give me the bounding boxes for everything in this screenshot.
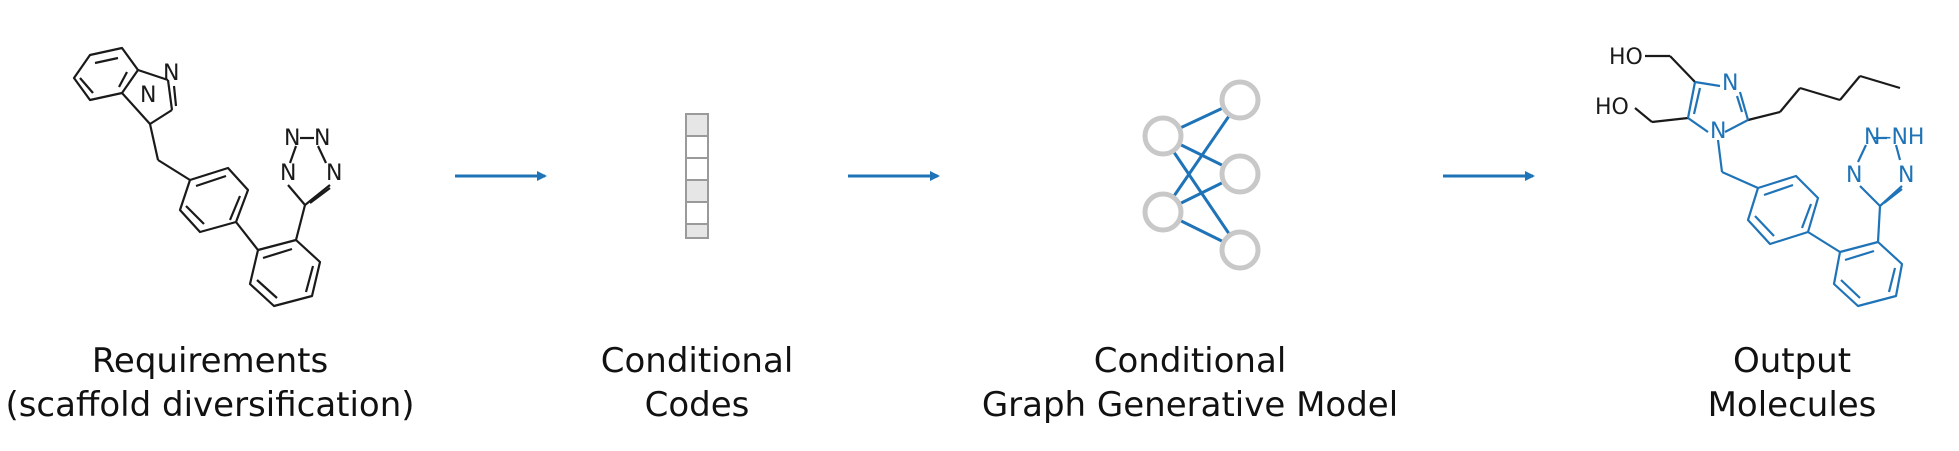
atom-label: N bbox=[163, 61, 179, 86]
stage-caption-output: Output Molecules bbox=[1708, 341, 1877, 425]
stage-caption-generative-model: Conditional Graph Generative Model bbox=[982, 341, 1398, 425]
output-molecule-structure bbox=[1634, 54, 1904, 308]
caption-line: Requirements bbox=[92, 341, 328, 381]
atom-label: HO bbox=[1609, 45, 1643, 70]
network-node bbox=[1219, 153, 1261, 195]
neural-network-icon bbox=[1142, 79, 1261, 271]
input-molecule-atom-labels: N N N N N N bbox=[140, 61, 342, 186]
stage-caption-requirements: Requirements (scaffold diversification) bbox=[5, 341, 414, 425]
stage-caption-conditional-codes: Conditional Codes bbox=[601, 341, 794, 425]
code-vector-icon bbox=[685, 113, 709, 239]
atom-label: N–NH bbox=[1864, 125, 1924, 150]
caption-line: Conditional bbox=[601, 341, 794, 381]
network-node bbox=[1142, 115, 1184, 157]
atom-label: N bbox=[314, 126, 330, 151]
atom-label: N bbox=[1898, 163, 1914, 188]
atom-label: N bbox=[1846, 163, 1862, 188]
atom-label: N bbox=[326, 161, 342, 186]
caption-line: Codes bbox=[645, 385, 750, 425]
caption-line: Molecules bbox=[1708, 385, 1877, 425]
network-node bbox=[1219, 79, 1261, 121]
caption-line: Graph Generative Model bbox=[982, 385, 1398, 425]
caption-line: Output bbox=[1733, 341, 1851, 381]
caption-line: Conditional bbox=[1094, 341, 1287, 381]
output-molecule-atom-labels: HO HO N N N–NH N N bbox=[1595, 45, 1924, 188]
atom-label: N bbox=[284, 126, 300, 151]
network-node bbox=[1219, 229, 1261, 271]
input-molecule-structure bbox=[72, 46, 331, 308]
network-node bbox=[1142, 191, 1184, 233]
atom-label: N bbox=[1710, 119, 1726, 144]
atom-label: HO bbox=[1595, 95, 1629, 120]
atom-label: N bbox=[1722, 71, 1738, 96]
caption-line: (scaffold diversification) bbox=[5, 385, 414, 425]
atom-label: N bbox=[280, 161, 296, 186]
atom-label: N bbox=[140, 83, 156, 108]
